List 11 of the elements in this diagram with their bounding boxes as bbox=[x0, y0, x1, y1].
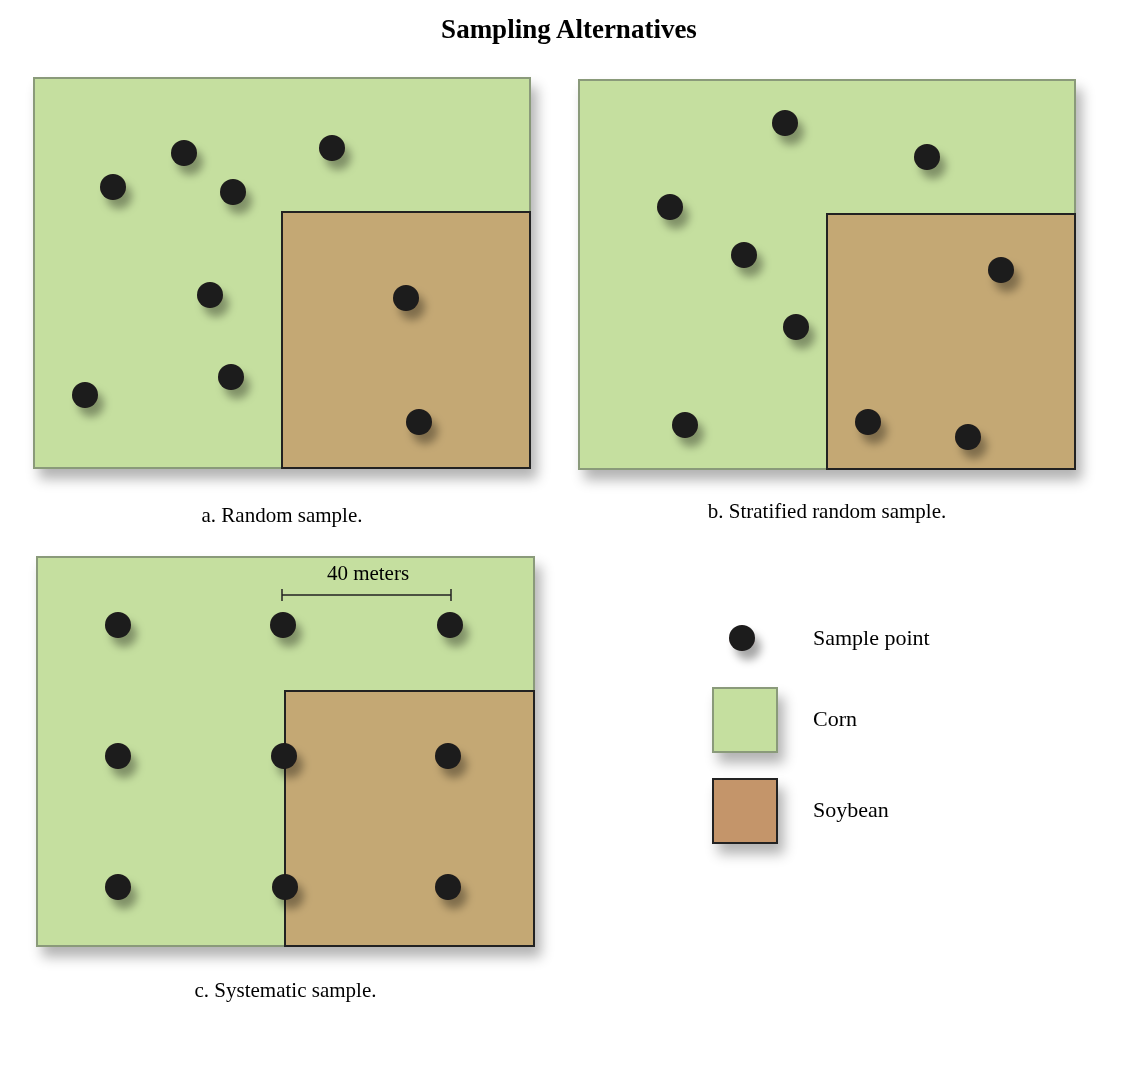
soybean-field bbox=[284, 690, 535, 947]
soybean-field bbox=[826, 213, 1076, 470]
dimension-label: 40 meters bbox=[325, 561, 411, 586]
panel-caption: a. Random sample. bbox=[200, 503, 364, 528]
panel-caption: c. Systematic sample. bbox=[193, 978, 378, 1003]
legend-label: Corn bbox=[813, 706, 857, 732]
soybean-field bbox=[281, 211, 531, 469]
title: Sampling Alternatives bbox=[440, 14, 698, 45]
panel-caption: b. Stratified random sample. bbox=[706, 499, 948, 524]
legend-label: Soybean bbox=[813, 797, 889, 823]
legend-label: Sample point bbox=[813, 625, 930, 651]
